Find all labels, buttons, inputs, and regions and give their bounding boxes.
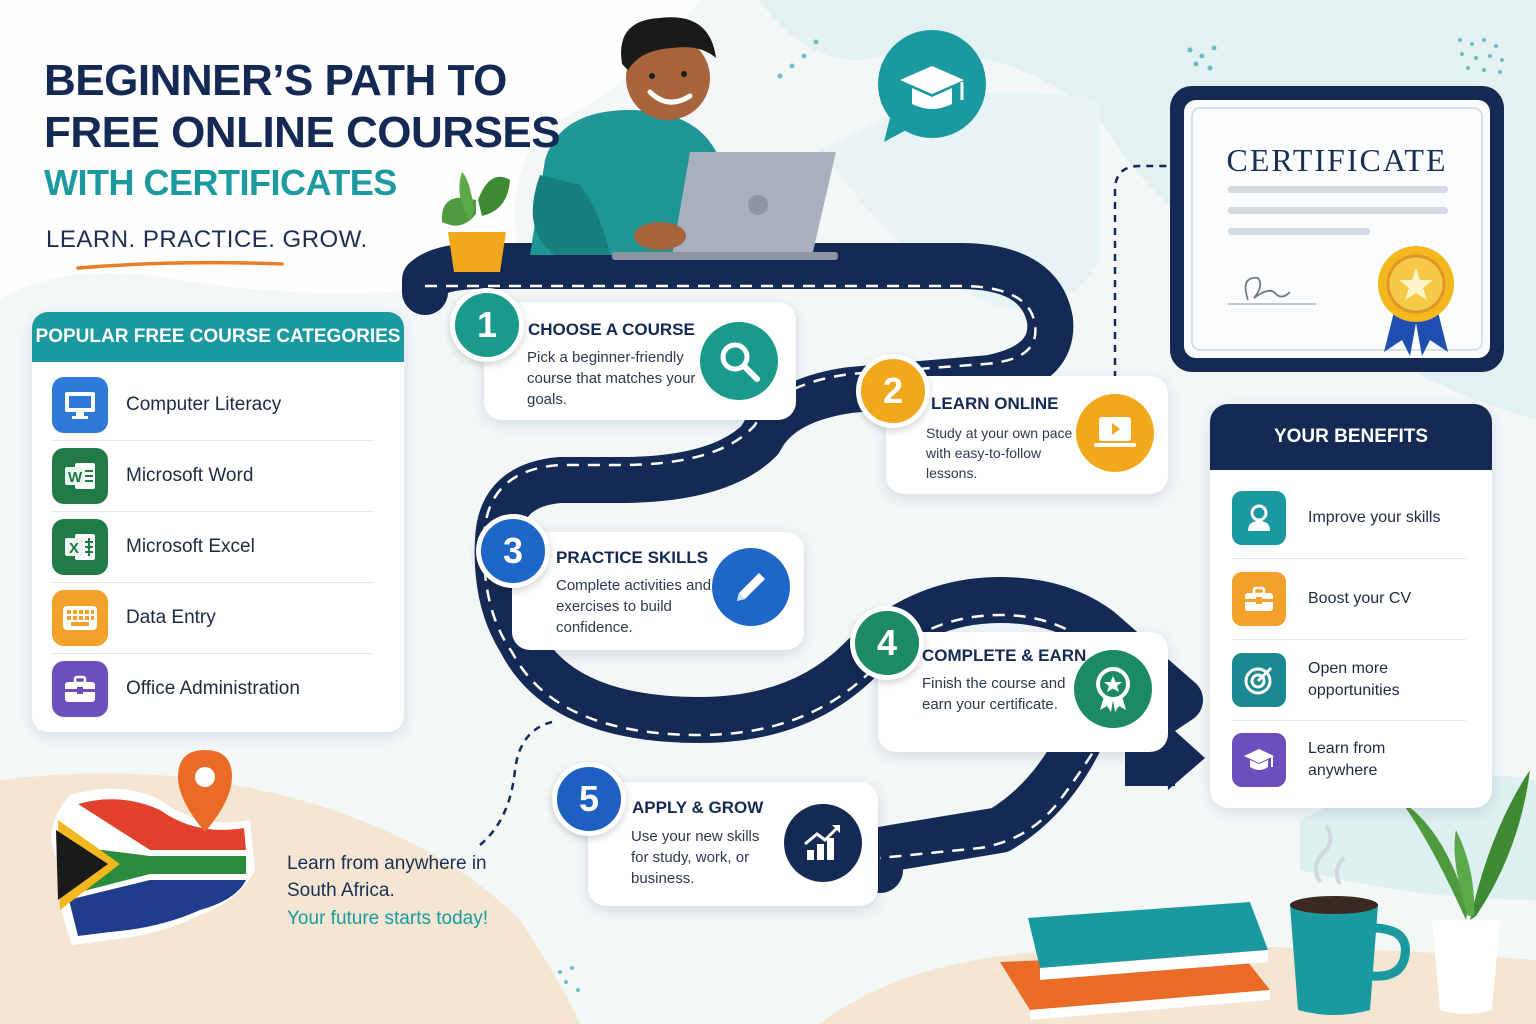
certificate-illustration: CERTIFICATE bbox=[1170, 86, 1504, 372]
pencil-icon bbox=[712, 548, 790, 626]
graduation-cap-icon bbox=[1232, 733, 1286, 787]
future-text: Your future starts today! bbox=[287, 908, 489, 929]
benefit-boost-cv: Boost your CV bbox=[1232, 559, 1466, 640]
south-africa-text: Learn from anywhere in South Africa. bbox=[287, 853, 487, 901]
category-label: Microsoft Excel bbox=[126, 536, 255, 557]
benefit-label: Improve your skills bbox=[1308, 509, 1441, 526]
page-title-line-1: BEGINNER’S PATH TO bbox=[44, 56, 507, 105]
excel-icon: X bbox=[52, 519, 108, 575]
step-description: Finish the course and earn your certific… bbox=[922, 675, 1066, 713]
step-card-2[interactable]: LEARN ONLINE Study at your own pace with… bbox=[886, 376, 1168, 494]
categories-card: POPULAR FREE COURSE CATEGORIES Computer … bbox=[32, 312, 404, 732]
benefits-card: YOUR BENEFITS Improve your skills Boost … bbox=[1210, 404, 1492, 808]
benefit-label: Learn from anywhere bbox=[1308, 740, 1386, 779]
step-number-2: 2 bbox=[856, 354, 930, 428]
certificate-decor bbox=[1191, 107, 1483, 356]
page-title-line-3: WITH CERTIFICATES bbox=[44, 162, 397, 203]
word-icon: W bbox=[52, 448, 108, 504]
step-card-1[interactable]: CHOOSE A COURSE Pick a beginner-friendly… bbox=[484, 302, 796, 420]
tagline-underline bbox=[76, 260, 284, 270]
step-description: Pick a beginner-friendly course that mat… bbox=[527, 349, 696, 408]
category-computer-literacy[interactable]: Computer Literacy bbox=[52, 370, 374, 441]
step-title: COMPLETE & EARN bbox=[922, 646, 1087, 665]
svg-text:X: X bbox=[69, 540, 79, 557]
keyboard-icon bbox=[52, 590, 108, 646]
tagline: LEARN. PRACTICE. GROW. bbox=[46, 226, 368, 253]
benefit-improve-skills: Improve your skills bbox=[1232, 478, 1466, 559]
monitor-icon bbox=[52, 377, 108, 433]
step-title: LEARN ONLINE bbox=[931, 394, 1059, 413]
category-label: Office Administration bbox=[126, 678, 300, 699]
target-icon bbox=[1232, 653, 1286, 707]
graduation-chat-bubble-icon bbox=[878, 30, 986, 142]
categories-heading: POPULAR FREE COURSE CATEGORIES bbox=[32, 312, 404, 362]
books-mug-plant-illustration bbox=[1000, 770, 1530, 1020]
category-label: Computer Literacy bbox=[126, 394, 282, 415]
briefcase-icon bbox=[52, 661, 108, 717]
benefits-heading: YOUR BENEFITS bbox=[1210, 404, 1492, 470]
step-card-4[interactable]: COMPLETE & EARN Finish the course and ea… bbox=[878, 632, 1168, 752]
svg-text:W: W bbox=[68, 469, 83, 486]
certificate-paper: CERTIFICATE bbox=[1184, 100, 1490, 358]
benefit-learn-anywhere: Learn from anywhere bbox=[1232, 720, 1466, 800]
step-number-4: 4 bbox=[850, 606, 924, 680]
category-data-entry[interactable]: Data Entry bbox=[52, 583, 374, 654]
step-number-3: 3 bbox=[476, 514, 550, 588]
step-card-5[interactable]: APPLY & GROW Use your new skills for stu… bbox=[588, 782, 878, 906]
gold-seal-icon bbox=[1378, 246, 1454, 356]
step-description: Study at your own pace with easy-to-foll… bbox=[926, 425, 1073, 481]
south-africa-map-icon bbox=[51, 750, 255, 945]
category-office-administration[interactable]: Office Administration bbox=[52, 654, 374, 724]
briefcase-icon bbox=[1232, 572, 1286, 626]
potted-plant-icon bbox=[441, 172, 510, 272]
step-number-5: 5 bbox=[552, 762, 626, 836]
magnifier-icon bbox=[700, 322, 778, 400]
benefit-open-opportunities: Open more opportunities bbox=[1232, 640, 1466, 721]
step-title: APPLY & GROW bbox=[632, 798, 764, 817]
award-ribbon-icon bbox=[1074, 650, 1152, 728]
step-card-3[interactable]: PRACTICE SKILLS Complete activities and … bbox=[512, 532, 804, 650]
category-microsoft-excel[interactable]: X Microsoft Excel bbox=[52, 512, 374, 583]
category-label: Data Entry bbox=[126, 607, 216, 628]
step-title: PRACTICE SKILLS bbox=[556, 548, 709, 567]
user-icon bbox=[1232, 491, 1286, 545]
step-title: CHOOSE A COURSE bbox=[528, 320, 695, 339]
category-microsoft-word[interactable]: W Microsoft Word bbox=[52, 441, 374, 512]
benefit-label: Boost your CV bbox=[1308, 590, 1412, 607]
step-description: Complete activities and exercises to bui… bbox=[556, 577, 712, 636]
page-title-line-2: FREE ONLINE COURSES bbox=[44, 108, 561, 157]
certificate-title: CERTIFICATE bbox=[1226, 142, 1448, 178]
video-laptop-icon bbox=[1076, 394, 1154, 472]
growth-chart-icon bbox=[784, 804, 862, 882]
step-description: Use your new skills for study, work, or … bbox=[631, 828, 760, 887]
step-number-1: 1 bbox=[450, 288, 524, 362]
category-label: Microsoft Word bbox=[126, 465, 254, 486]
student-laptop-illustration bbox=[530, 17, 838, 260]
benefit-label: Open more opportunities bbox=[1308, 660, 1400, 699]
